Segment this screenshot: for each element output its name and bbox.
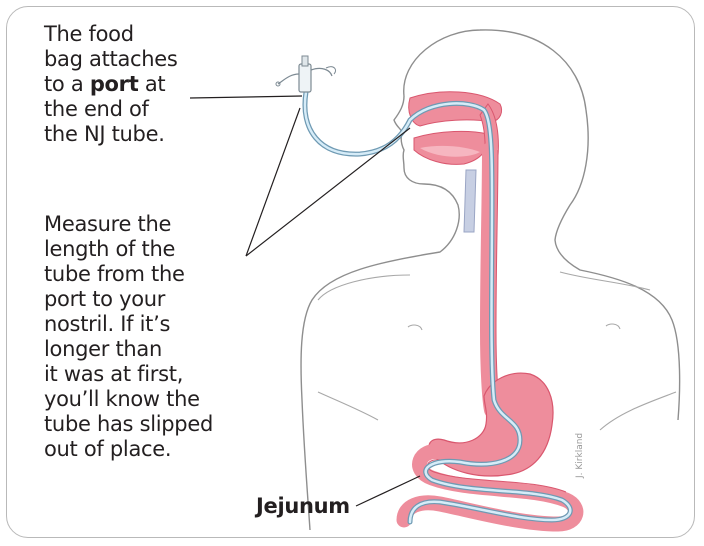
callout-measure-line: longer than	[44, 337, 213, 362]
callout-measure-line: Measure the	[44, 212, 213, 237]
callout-measure-line: it was at first,	[44, 362, 213, 387]
callout-measure-line: nostril. If it’s	[44, 312, 213, 337]
callout-port-line-2: bag attaches	[44, 47, 178, 72]
nipple-right	[606, 324, 620, 329]
leader-measure-port	[246, 108, 300, 256]
rib-line-right	[600, 392, 676, 430]
jejunum-label: Jejunum	[256, 494, 350, 518]
clavicle-right	[560, 272, 650, 290]
callout-port-text: The food bag attaches to a port at the e…	[44, 22, 178, 147]
callout-measure-line: length of the	[44, 237, 213, 262]
callout-port-line-5: the NJ tube.	[44, 122, 178, 147]
callout-port-line-3: to a port at	[44, 72, 178, 97]
callout-measure-line: tube from the	[44, 262, 213, 287]
tube-port-connector	[276, 56, 336, 92]
callout-port-line-4: the end of	[44, 97, 178, 122]
callout-measure-line: tube has slipped	[44, 412, 213, 437]
rib-line-left	[318, 392, 378, 420]
port-term: port	[90, 72, 139, 96]
leader-port	[190, 96, 302, 98]
callout-port-line-1: The food	[44, 22, 178, 47]
chest-line-left	[318, 275, 410, 300]
callout-measure-line: port to your	[44, 287, 213, 312]
trachea	[464, 170, 476, 232]
nipple-left	[408, 325, 422, 330]
artist-signature: J. Kirkland	[575, 433, 585, 479]
callout-measure-line: you’ll know the	[44, 387, 213, 412]
callout-measure-text: Measure the length of the tube from the …	[44, 212, 213, 462]
callout-measure-line: out of place.	[44, 437, 213, 462]
